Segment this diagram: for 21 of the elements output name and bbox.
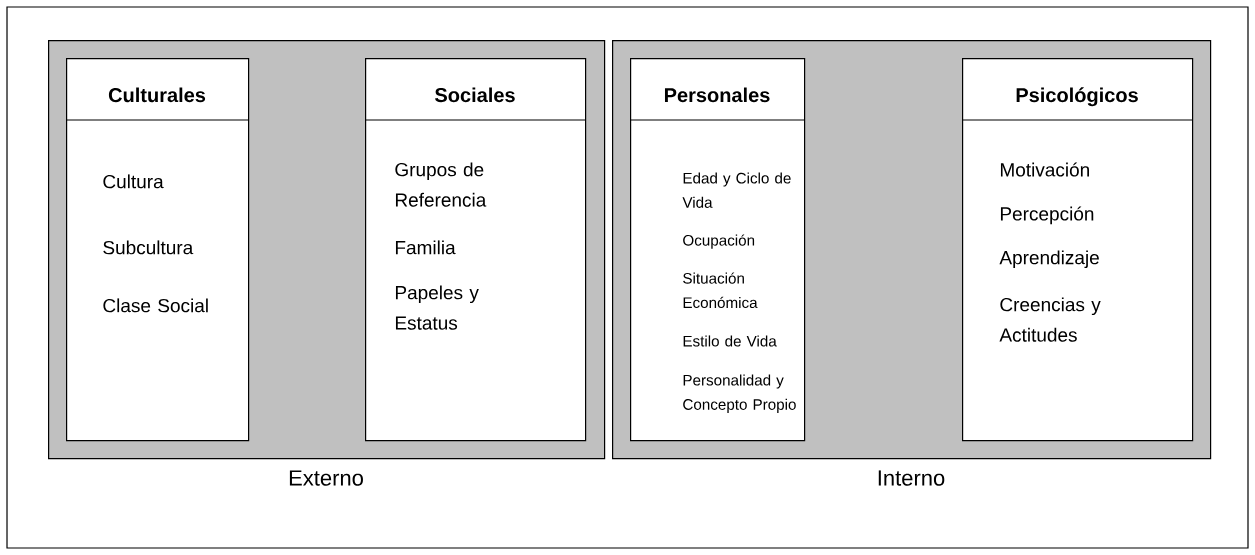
list-item: Clase Social [103,298,208,313]
list-item: Personalidad y Concepto Propio [683,374,796,413]
box-heading: Culturales [108,87,206,103]
list-item: Aprendizaje [999,250,1099,269]
list-item: Cultura [103,174,164,189]
list-item: Ocupación [683,234,755,249]
group-label: Interno [878,470,945,486]
list-item: Situación Económica [683,272,758,309]
list-item: Familia [395,240,456,255]
list-item: Grupos de Referencia [395,162,487,207]
box-heading: Sociales [435,87,515,103]
list-item: Estilo de Vida [683,335,777,347]
list-item: Subcultura [103,240,194,255]
list-item: Edad y Ciclo de Vida [682,172,791,208]
group-label: Externo [289,470,363,486]
list-item: Motivación [1000,162,1089,177]
list-item: Papeles y Estatus [395,285,479,330]
list-item: Creencias y Actitudes [999,297,1101,342]
box-heading: Personales [665,87,770,103]
list-item: Percepción [1000,206,1094,225]
box-heading: Psicológicos [1016,87,1138,107]
